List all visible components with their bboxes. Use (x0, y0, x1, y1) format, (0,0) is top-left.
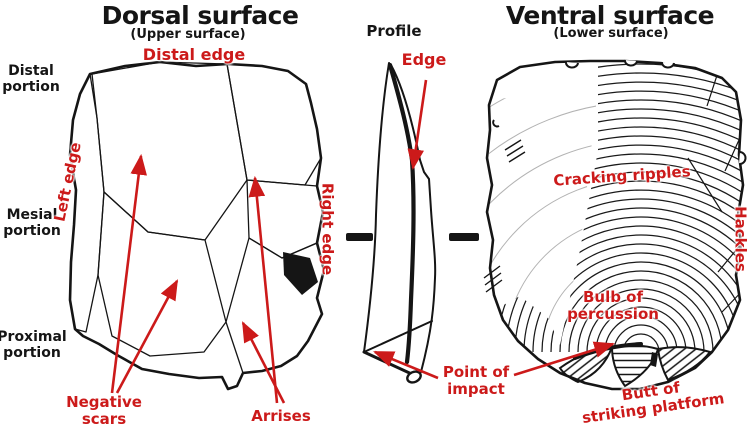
dorsal-flake-illustration (68, 60, 326, 391)
distal-portion-line2: portion (2, 78, 60, 95)
label-right-edge: Right edge (318, 182, 337, 276)
label-hackles: Hackles (731, 206, 749, 272)
mesial-portion-line2: portion (3, 222, 61, 239)
dorsal-subtitle: (Upper surface) (130, 27, 246, 42)
label-point-of-impact: Point of impact (443, 364, 509, 398)
ventral-title: Ventral surface (505, 1, 715, 30)
profile-illustration (362, 62, 437, 384)
label-bulb-of-percussion: Bulb of percussion (567, 289, 659, 323)
bulb-line2: percussion (567, 304, 659, 323)
proximal-portion-line2: portion (3, 344, 61, 361)
mesial-portion-line1: Mesial (6, 207, 58, 223)
ventral-flake-illustration (483, 59, 747, 391)
annotation-arrows (110, 79, 615, 404)
negative-scars-line2: scars (81, 409, 127, 428)
negative-scars-line1: Negative (66, 393, 142, 411)
bulb-line1: Bulb of (582, 288, 644, 306)
profile-title: Profile (366, 22, 422, 40)
point-of-impact-line1: Point of (442, 363, 510, 381)
edge-ticks (483, 139, 526, 293)
label-proximal-portion: Proximal portion (0, 329, 67, 361)
label-mesial-portion: Mesial portion (3, 207, 61, 239)
label-edge: Edge (401, 50, 447, 69)
ventral-subtitle: (Lower surface) (553, 26, 669, 41)
distal-portion-line1: Distal (8, 63, 54, 79)
edge-notches (492, 59, 747, 165)
label-negative-scars: Negative scars (66, 394, 142, 428)
point-of-impact-line2: impact (447, 379, 505, 398)
label-distal-edge: Distal edge (142, 45, 246, 64)
label-distal-portion: Distal portion (2, 63, 60, 95)
dorsal-title: Dorsal surface (101, 1, 299, 30)
label-arrises: Arrises (251, 407, 311, 425)
separator-dashes (346, 233, 479, 241)
proximal-portion-line1: Proximal (0, 329, 67, 345)
